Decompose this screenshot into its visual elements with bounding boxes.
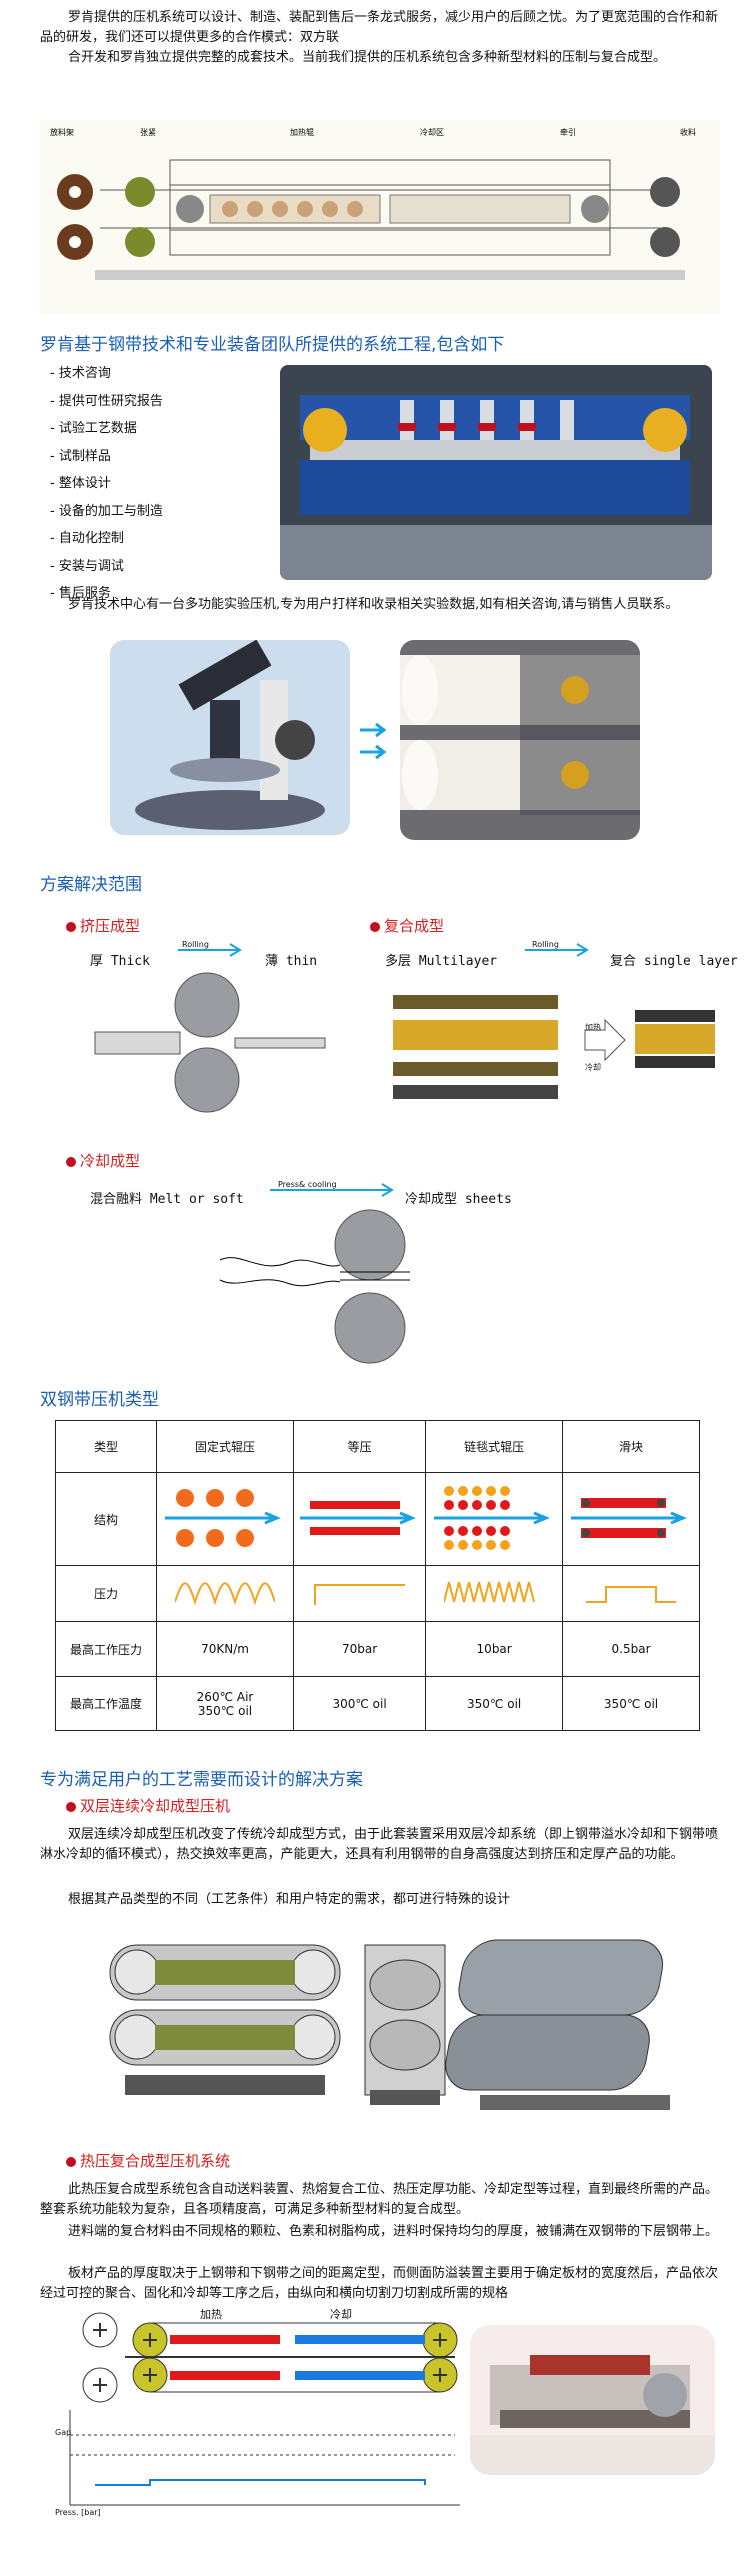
sub1-title: 双层连续冷却成型压机 xyxy=(66,1795,230,1816)
pressure-curve-chain xyxy=(425,1565,564,1622)
press-types-table: 类型 固定式辊压 等压 链毯式辊压 滑块 结构 压力 最高工作压力 70KN/m… xyxy=(54,1420,700,1731)
composite-diagram xyxy=(393,943,715,1099)
list-item: 售后服务 xyxy=(50,580,163,608)
diagram-label: 加热辊 xyxy=(290,127,314,137)
services-list: 技术咨询 提供可性研究报告 试验工艺数据 试制样品 整体设计 设备的加工与制造 … xyxy=(50,360,163,608)
sub1-paragraph-1: 双层连续冷却成型压机改变了传统冷却成型方式，由于此套装置采用双层冷却系统（即上钢… xyxy=(40,1827,719,1862)
diagram-label: 牵引 xyxy=(560,127,576,137)
cool-zone-label: 冷却 xyxy=(330,2308,352,2321)
cooling-arrow-label: Press& cooling xyxy=(278,1180,337,1189)
arrow-icon xyxy=(360,722,387,760)
table-header: 等压 xyxy=(292,1420,427,1473)
structure-icon-roller xyxy=(156,1472,294,1566)
machine-photo xyxy=(280,365,712,580)
cooling-diagram xyxy=(219,1183,410,1364)
double-layer-press-diagram xyxy=(100,1925,680,2125)
section-heading-solutions: 专为满足用户的工艺需要而设计的解决方案 xyxy=(40,1770,363,1790)
hot-press-system-diagram xyxy=(55,2305,465,2520)
pressure-curve-isobaric xyxy=(292,1565,427,1622)
table-cell: 70bar xyxy=(292,1621,427,1677)
composite-title: 复合成型 xyxy=(370,915,444,936)
diagram-label: 放料架 xyxy=(50,127,74,137)
list-item: 安装与调试 xyxy=(50,553,163,581)
extrusion-arrow-label: Rolling xyxy=(182,940,209,949)
diagram-label: 张紧 xyxy=(140,128,156,137)
structure-icon-chain xyxy=(425,1472,564,1566)
gap-label: Gap xyxy=(55,2428,72,2437)
composite-right-label: 复合 single layer xyxy=(610,954,738,969)
table-row-label: 最高工作压力 xyxy=(54,1621,158,1677)
heat-label: 加热 xyxy=(585,1023,601,1032)
table-cell: 350℃ oil xyxy=(562,1676,700,1731)
table-cell: 70KN/m xyxy=(156,1621,294,1677)
lab-paragraph: 罗肯技术中心有一台多功能实验压机,专为用户打样和收录相关实验数据,如有相关咨询,… xyxy=(68,597,679,612)
extrusion-right-label: 薄 thin xyxy=(265,954,318,969)
press-axis-label: Press. [bar] xyxy=(55,2508,101,2517)
table-row-label: 最高工作温度 xyxy=(54,1676,158,1731)
structure-icon-isobaric xyxy=(292,1472,427,1566)
table-cell: 260℃ Air 350℃ oil xyxy=(156,1676,294,1731)
cooling-right-label: 冷却成型 sheets xyxy=(405,1192,512,1207)
list-item: 自动化控制 xyxy=(50,525,163,553)
diagram-label: 冷却区 xyxy=(420,127,444,137)
extrusion-title: 挤压成型 xyxy=(66,915,140,936)
rollers-photo xyxy=(400,640,640,840)
bullet-dot-icon xyxy=(66,1801,76,1812)
list-item: 试制样品 xyxy=(50,443,163,471)
table-cell: 300℃ oil xyxy=(292,1676,427,1731)
table-header: 滑块 xyxy=(562,1420,700,1473)
structure-icon-slider xyxy=(562,1472,700,1566)
table-header: 链毯式辊压 xyxy=(425,1420,564,1473)
sub2-paragraph-1: 此热压复合成型系统包含自动送料装置、热熔复合工位、热压定厚功能、冷却定型等过程，… xyxy=(40,2182,719,2217)
list-item: 整体设计 xyxy=(50,470,163,498)
sub1-paragraph-2: 根据其产品类型的不同（工艺条件）和用户特定的需求，都可进行特殊的设计 xyxy=(68,1892,511,1907)
intro-paragraph-2: 合开发和罗肯独立提供完整的成套技术。当前我们提供的压机系统包含多种新型材料的压制… xyxy=(68,50,667,65)
bullet-dot-icon xyxy=(370,921,380,932)
list-item: 提供可性研究报告 xyxy=(50,388,163,416)
cool-label: 冷却 xyxy=(585,1063,601,1072)
sub2-paragraph-3: 板材产品的厚度取决于上钢带和下钢带之间的距离定型，而侧面防溢装置主要用于确定板材… xyxy=(40,2266,719,2301)
section-heading-services: 罗肯基于钢带技术和专业装备团队所提供的系统工程,包含如下 xyxy=(40,335,505,355)
extrusion-diagram xyxy=(94,943,326,1113)
bullet-dot-icon xyxy=(66,2156,76,2167)
bullet-dot-icon xyxy=(66,1156,76,1167)
section-heading-scope: 方案解决范围 xyxy=(40,875,142,895)
diagram-label: 收料 xyxy=(680,127,696,137)
sub2-paragraph-2: 进料端的复合材料由不同规格的颗粒、色素和树脂构成，进料时保持均匀的厚度，被铺满在… xyxy=(68,2224,719,2239)
table-header: 固定式辊压 xyxy=(156,1420,294,1473)
composite-left-label: 多层 Multilayer xyxy=(385,954,498,969)
microscope-photo xyxy=(110,640,350,835)
composite-arrow-label: Rolling xyxy=(532,940,559,949)
sub2-title: 热压复合成型压机系统 xyxy=(66,2150,230,2171)
list-item: 试验工艺数据 xyxy=(50,415,163,443)
table-row-label: 结构 xyxy=(54,1472,158,1566)
table-header: 类型 xyxy=(54,1420,158,1473)
bullet-dot-icon xyxy=(66,921,76,932)
cooling-left-label: 混合融料 Melt or soft xyxy=(90,1192,244,1207)
pressure-curve-roller xyxy=(156,1565,294,1622)
list-item: 设备的加工与制造 xyxy=(50,498,163,526)
table-row-label: 压力 xyxy=(54,1565,158,1622)
extrusion-left-label: 厚 Thick xyxy=(90,954,150,969)
table-cell: 350℃ oil xyxy=(425,1676,564,1731)
table-cell: 10bar xyxy=(425,1621,564,1677)
heat-zone-label: 加热 xyxy=(200,2308,222,2321)
production-line-photo xyxy=(470,2325,715,2475)
press-line-diagram: 放料架 张紧 加热辊 冷却区 牵引 收料 xyxy=(40,120,720,315)
list-item: 技术咨询 xyxy=(50,360,163,388)
table-cell: 0.5bar xyxy=(562,1621,700,1677)
intro-paragraph: 罗肯提供的压机系统可以设计、制造、装配到售后一条龙式服务，减少用户的后顾之忧。为… xyxy=(40,10,719,45)
pressure-curve-slider xyxy=(562,1565,700,1622)
section-heading-types: 双钢带压机类型 xyxy=(40,1390,159,1410)
cooling-title: 冷却成型 xyxy=(66,1150,140,1171)
